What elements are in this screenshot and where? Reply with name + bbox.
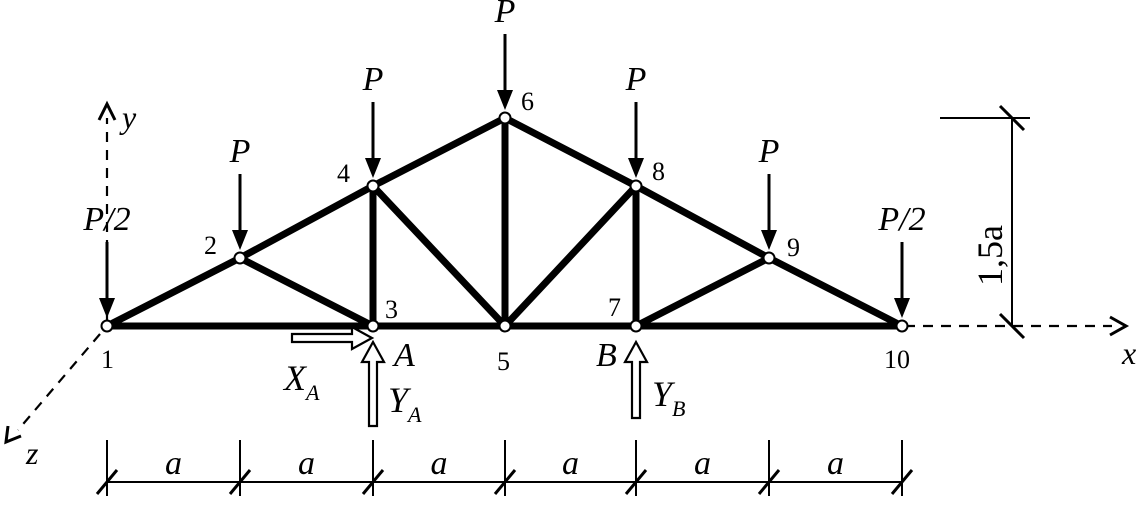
reaction-ya-arrow [360,339,386,428]
member-2-4 [236,182,377,262]
reaction-xa-label: XA [282,358,320,405]
load-arrow-icon [761,230,777,250]
x-axis-arrow-icon [1109,315,1130,337]
spacing-tick-6 [890,469,914,495]
node-label-8: 8 [652,157,665,186]
support-reactions: XA YA A YB B [282,325,685,428]
reaction-ya-label: YA [388,380,422,427]
coordinate-axes: y x z [4,99,1136,471]
load-arrow-icon [365,158,381,178]
load-label-10: P/2 [877,201,925,238]
height-dimension-label: 1,5a [970,225,1010,286]
spacing-label-3: a [562,445,579,482]
node-label-3: 3 [385,295,398,324]
member-5-8 [501,182,640,330]
joint-9 [762,251,776,265]
node-label-1: 1 [101,345,114,374]
joint-5 [498,319,512,333]
node-label-5: 5 [497,347,510,376]
z-axis-arrow-icon [4,425,22,445]
support-a-label: A [392,337,415,374]
load-arrow-icon [232,230,248,250]
joint-7 [629,319,643,333]
applied-loads: P/2 P P P P P P/2 [82,0,926,318]
reaction-yb-arrow [623,339,649,420]
support-b-label: B [596,337,617,374]
joint-6 [498,111,512,125]
spacing-label-2: a [431,445,448,482]
load-arrow-icon [497,90,513,110]
member-4-5 [369,182,509,330]
load-label-1: P/2 [82,201,130,238]
joint-3 [366,319,380,333]
node-label-9: 9 [787,233,800,262]
height-dimension: 1,5a [940,104,1030,340]
member-9-10 [765,254,906,330]
joint-8 [629,179,643,193]
load-label-4: P [362,61,384,98]
y-axis-label: y [119,99,137,135]
spacing-tick-0 [95,469,119,495]
reaction-yb-label: YB [652,374,685,421]
node-label-4: 4 [337,159,350,188]
load-label-9: P [758,133,780,170]
spacing-label-4: a [694,445,711,482]
node-label-6: 6 [521,87,534,116]
spacing-label-5: a [827,445,844,482]
z-axis-line [17,333,101,431]
spacing-tick-3 [493,469,517,495]
spacing-tick-5 [757,469,781,495]
spacing-tick-2 [361,469,385,495]
load-label-8: P [625,61,647,98]
node-label-10: 10 [884,345,910,374]
truss-members [103,114,906,330]
node-label-2: 2 [204,231,217,260]
truss-joints [100,111,909,333]
joint-4 [366,179,380,193]
node-label-7: 7 [608,293,621,322]
load-label-6: P [494,0,516,30]
spacing-tick-4 [624,469,648,495]
load-arrow-icon [628,158,644,178]
member-7-9 [632,254,773,330]
joint-10 [895,319,909,333]
load-label-2: P [229,133,251,170]
member-1-2 [103,254,244,330]
member-4-6 [369,114,509,190]
joint-2 [233,251,247,265]
z-axis-label: z [25,435,39,471]
spacing-tick-1 [228,469,252,495]
reaction-xa-arrow [290,325,375,351]
member-2-3 [236,254,377,330]
node-labels: 1 2 3 4 5 6 7 8 9 10 [101,87,910,376]
x-axis-label: x [1121,335,1136,371]
member-8-9 [632,182,773,262]
y-axis-arrow-icon [97,100,117,121]
load-arrow-icon [894,298,910,318]
joint-1 [100,319,114,333]
load-arrow-icon [99,298,115,318]
spacing-label-1: a [298,445,315,482]
spacing-label-0: a [165,445,182,482]
member-6-8 [501,114,640,190]
